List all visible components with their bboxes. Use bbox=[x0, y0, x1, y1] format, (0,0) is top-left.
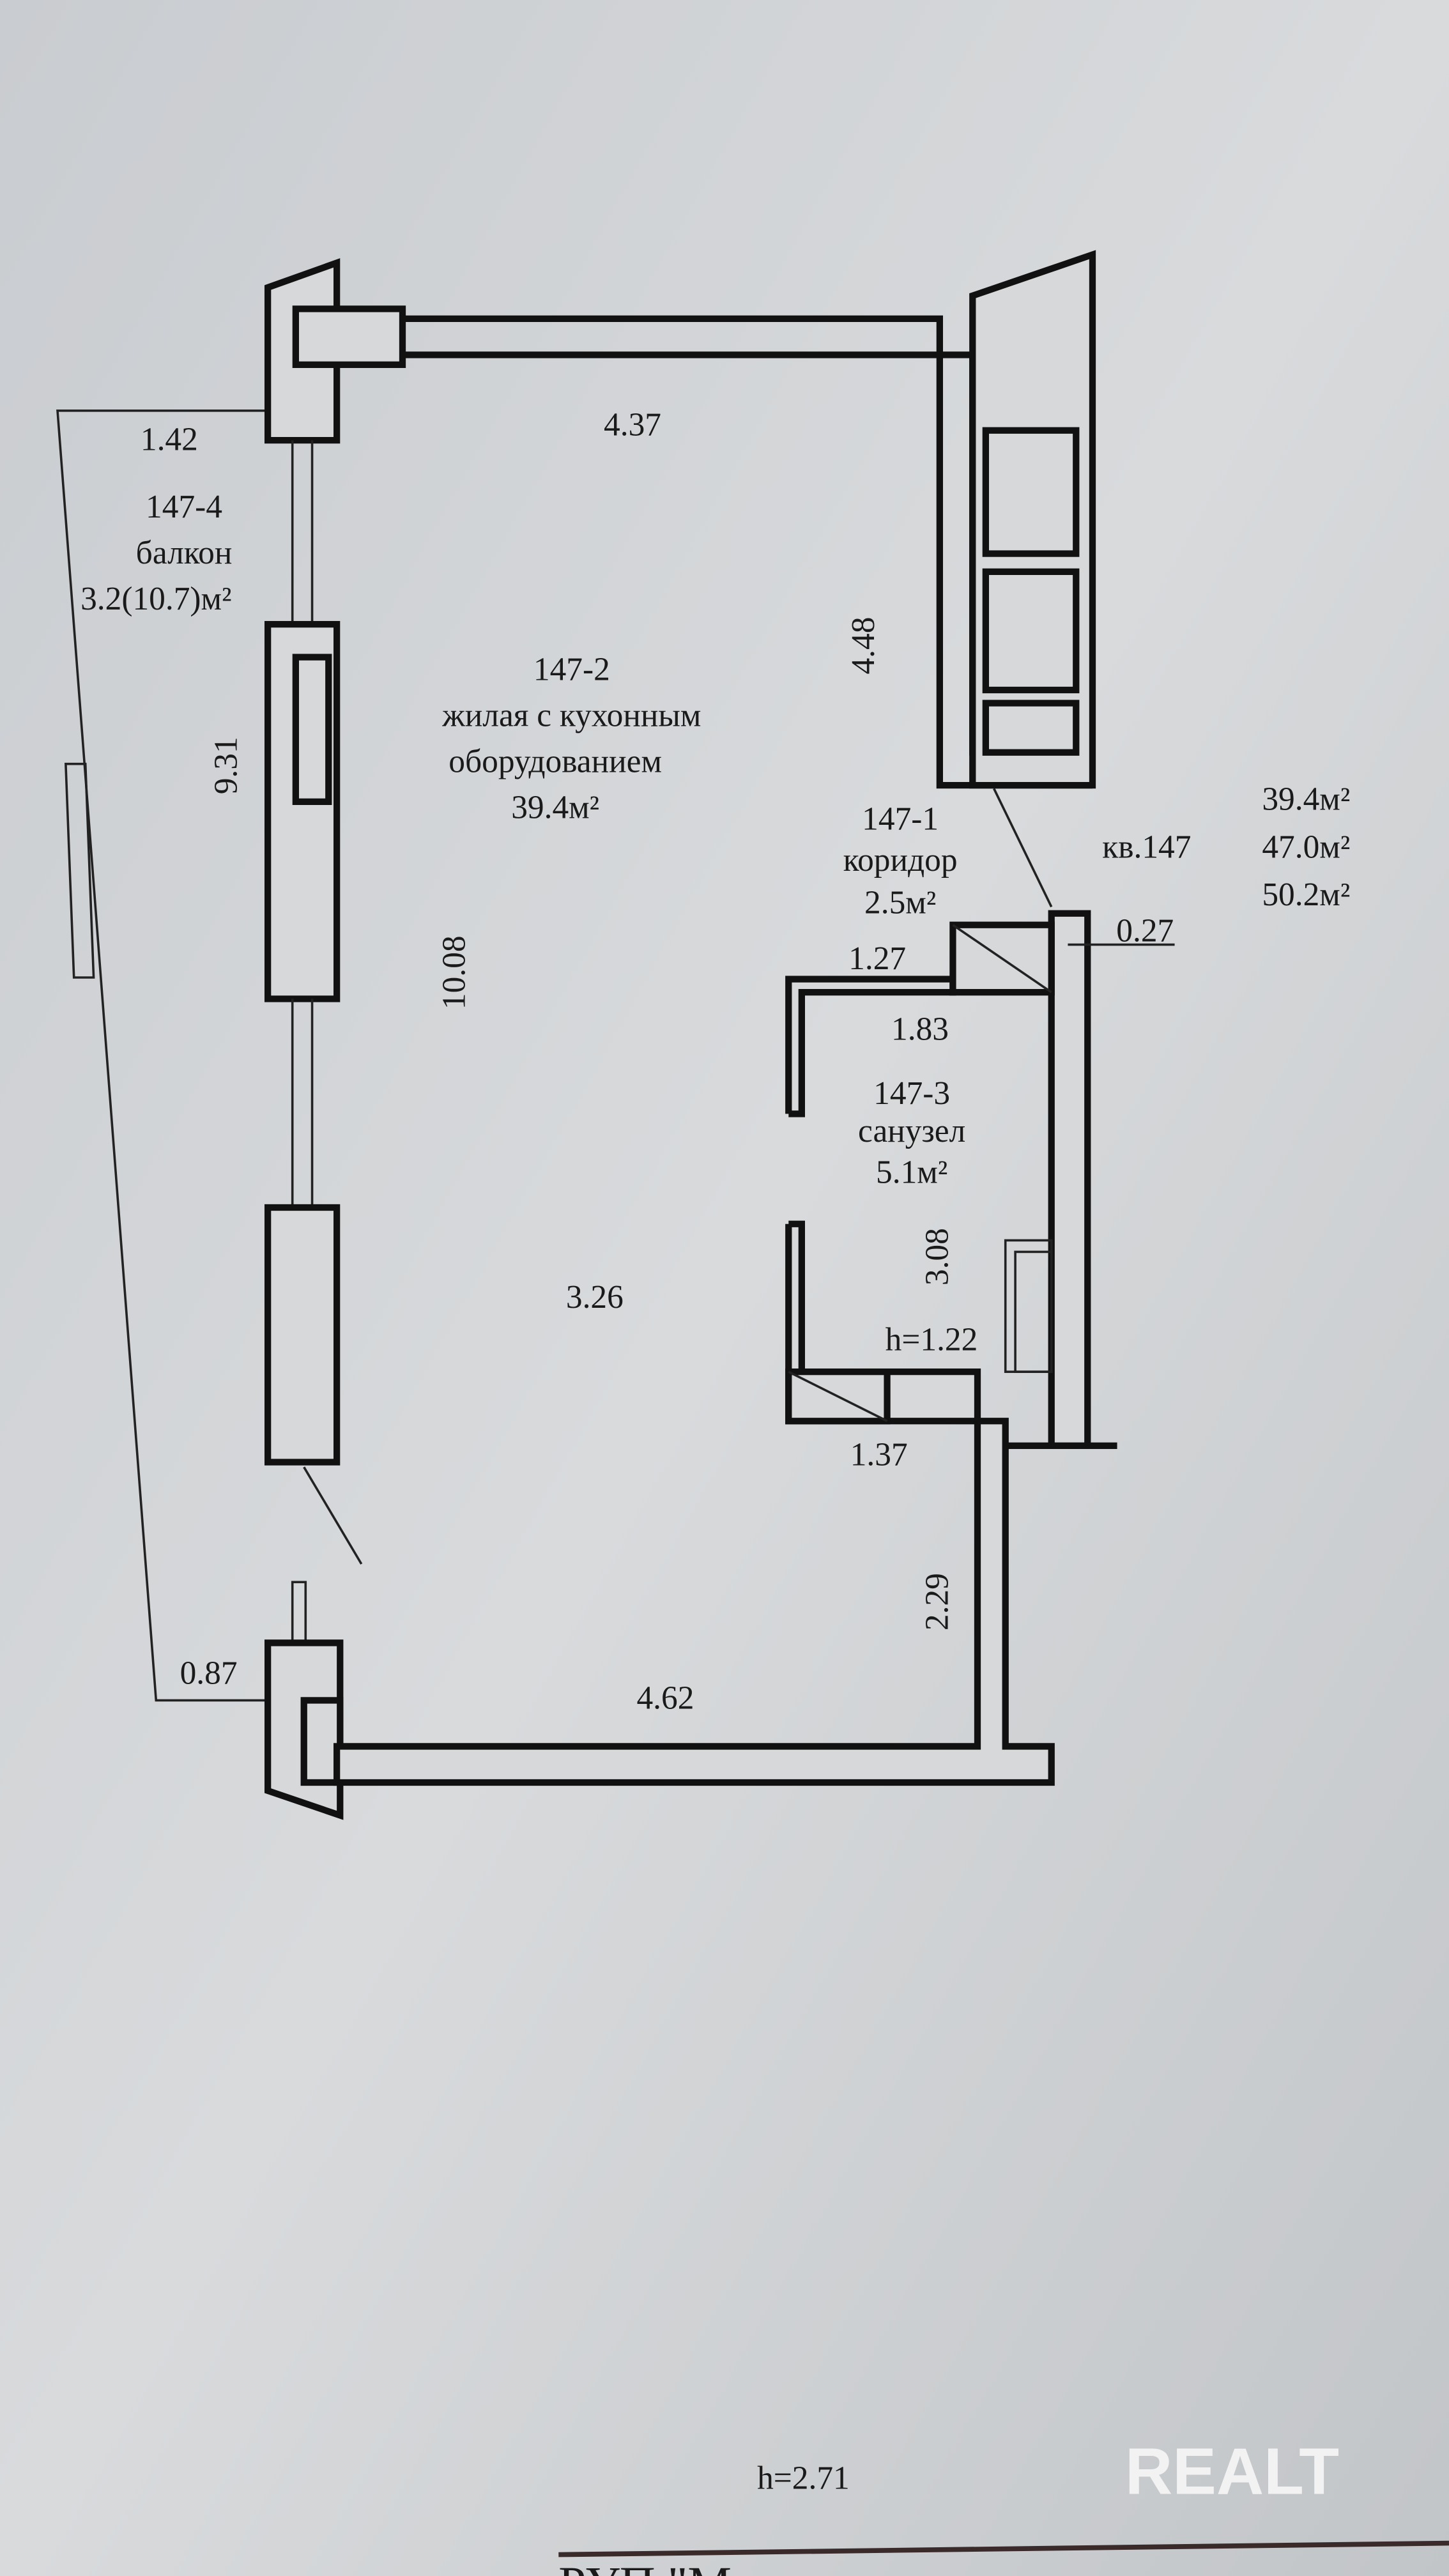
dim-top: 4.37 bbox=[604, 406, 661, 443]
living-area: 39.4м² bbox=[511, 790, 599, 826]
apt-area-1: 39.4м² bbox=[1262, 781, 1350, 818]
corridor-area: 2.5м² bbox=[864, 885, 936, 921]
living-id: 147-2 bbox=[533, 652, 610, 688]
living-name-2: оборудованием bbox=[448, 744, 662, 780]
dim-living-height: 10.08 bbox=[436, 935, 473, 1009]
interior-walls bbox=[334, 788, 1175, 1786]
dim-balcony-top: 1.42 bbox=[141, 422, 198, 458]
balcony-id: 147-4 bbox=[146, 489, 222, 525]
dim-balcony-side: 9.31 bbox=[208, 737, 244, 794]
dim-bath-width: 1.83 bbox=[891, 1011, 949, 1048]
dim-living-mid: 3.26 bbox=[566, 1279, 624, 1315]
corridor-name: коридор bbox=[843, 842, 958, 878]
ceiling-height: h=2.71 bbox=[757, 2460, 850, 2497]
bathroom-id: 147-3 bbox=[873, 1075, 950, 1112]
living-name-1: жилая с кухонным bbox=[441, 698, 701, 734]
dim-wall: 0.27 bbox=[1116, 912, 1174, 949]
dim-balcony-bottom: 0.87 bbox=[180, 1655, 238, 1692]
dim-bath-h: h=1.22 bbox=[885, 1322, 978, 1358]
balcony-area: 3.2(10.7)м² bbox=[80, 581, 231, 617]
apt-area-3: 50.2м² bbox=[1262, 877, 1350, 913]
left-facade-wall bbox=[264, 258, 363, 1820]
dim-right-lower: 2.29 bbox=[919, 1573, 956, 1630]
realt-watermark: REALT bbox=[1125, 2434, 1339, 2508]
footer-organization: РУП "Минское городское агентство п bbox=[558, 2557, 1347, 2576]
apartment-label: кв.147 bbox=[1102, 829, 1191, 865]
dim-right-upper: 4.48 bbox=[845, 617, 882, 675]
footer-divider bbox=[558, 2540, 1449, 2557]
bathroom-name: санузел bbox=[858, 1113, 965, 1149]
balcony-name: балкон bbox=[136, 535, 233, 571]
dim-bath-top: 1.27 bbox=[848, 940, 906, 977]
dim-bath-bottom: 1.37 bbox=[850, 1437, 908, 1473]
dim-bath-height: 3.08 bbox=[919, 1228, 956, 1285]
dim-bottom: 4.62 bbox=[636, 1680, 694, 1716]
corridor-id: 147-1 bbox=[862, 801, 939, 838]
apt-area-2: 47.0м² bbox=[1262, 829, 1350, 865]
bathroom-area: 5.1м² bbox=[876, 1154, 947, 1190]
balcony-outline bbox=[56, 410, 272, 1702]
top-wall bbox=[292, 250, 1096, 789]
